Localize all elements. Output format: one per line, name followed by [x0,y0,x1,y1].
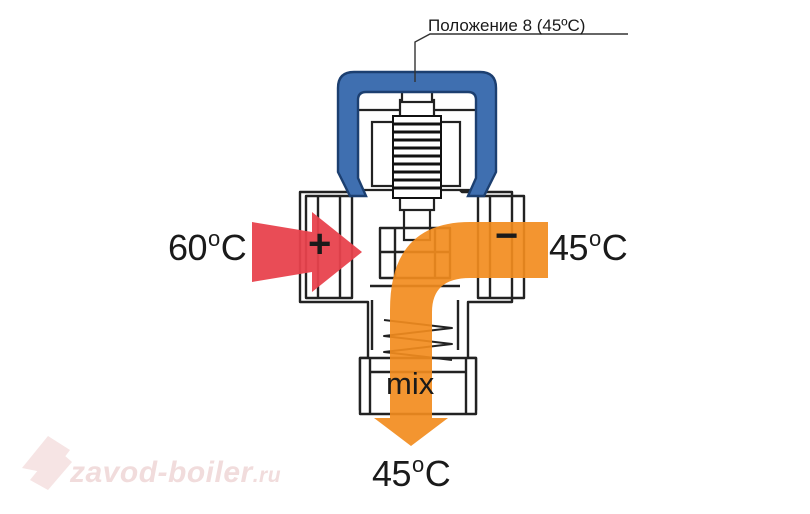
threaded-spindle [392,115,442,199]
adjustment-knob[interactable] [336,70,498,198]
hot-inlet-temperature: 60oC [168,226,247,268]
mixed-outlet-temperature: 45oC [372,452,451,494]
watermark-logo-icon [22,436,72,490]
outlet-port-label: mix [386,366,435,401]
callout-leader [414,33,628,82]
cold-minus-symbol: − [495,214,519,258]
watermark-text: zavod-boiler.ru [70,456,282,489]
hot-inlet-arrow [252,212,362,292]
hot-plus-symbol: + [308,222,332,266]
callout-label: Положение 8 (45ºC) [428,16,586,35]
mixed-flow-arrow [374,222,548,446]
cold-inlet-temperature: 45oC [549,226,628,268]
